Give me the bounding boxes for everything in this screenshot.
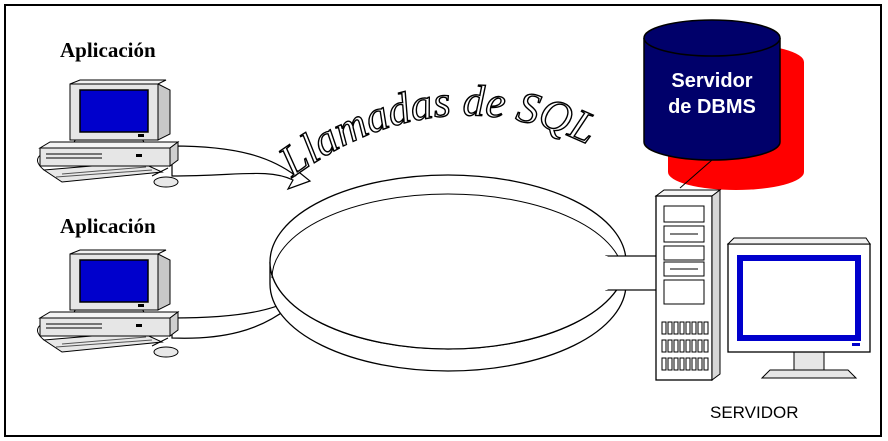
database-icon (643, 19, 804, 190)
client-computer-2 (36, 249, 179, 358)
arrow-client-top (171, 145, 312, 191)
database-label-line1: Servidor (671, 70, 753, 92)
sql-calls-label: Llamadas de SQL (269, 76, 604, 187)
client-label-1: Aplicación (60, 38, 156, 62)
server-tower (654, 189, 722, 381)
server-monitor (726, 237, 871, 379)
database-label: Servidor de DBMS (644, 68, 780, 120)
client-computer-1 (36, 79, 179, 188)
server-label: SERVIDOR (710, 403, 799, 422)
sql-channel-ring (269, 174, 659, 372)
database-cylinder (643, 19, 781, 161)
database-label-line2: de DBMS (668, 96, 756, 118)
client-label-2: Aplicación (60, 214, 156, 238)
